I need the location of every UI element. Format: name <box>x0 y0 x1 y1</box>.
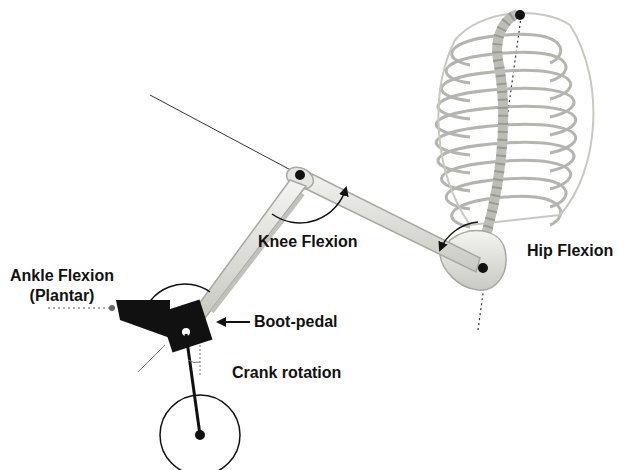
angle-label: Ankle Flexion (Plantar) <box>2 266 122 306</box>
rib <box>505 178 566 207</box>
angle-label: Knee Flexion <box>258 232 358 252</box>
rib <box>505 70 571 99</box>
rib <box>505 34 561 63</box>
part-label: Boot-pedal <box>254 312 338 332</box>
rib <box>436 125 505 155</box>
rib <box>505 52 566 81</box>
angle-label: Hip Flexion <box>527 241 613 261</box>
rib <box>505 106 576 135</box>
angle-label: Crank rotation <box>232 363 341 383</box>
rib <box>505 88 574 117</box>
